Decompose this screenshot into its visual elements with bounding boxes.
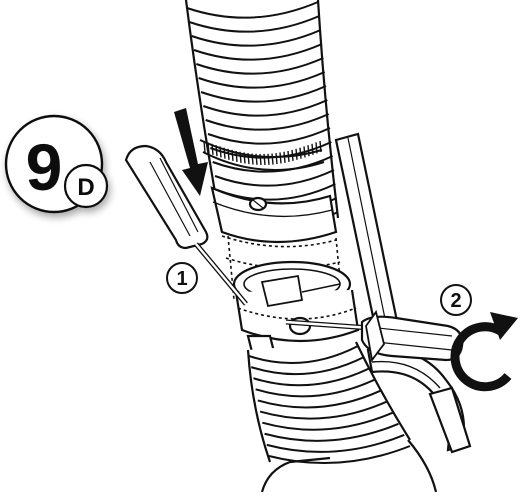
hose-rib [255,378,376,398]
hose-rib [266,433,405,453]
knurl-mark [299,147,302,159]
knurl-mark [251,153,254,165]
knurl-mark [311,143,314,155]
hose-rib [259,400,388,420]
hose-rib [191,29,322,47]
knurl-mark [211,143,214,155]
hose-rib [214,169,335,187]
knurl-mark [227,148,230,160]
knurl-mark [235,150,238,162]
arrow-down-icon [174,108,208,196]
hose-rib [198,71,326,89]
knurl-mark [287,150,290,162]
hose-rib [189,15,320,33]
hose-rib [196,57,324,75]
knurl-mark [319,140,322,153]
step-badge: 9 D [4,114,109,214]
upper-clamp-band [199,139,325,171]
hose-rib [268,445,411,465]
lower-clamp-ring [232,260,360,354]
step-letter: D [77,174,94,201]
knurl-mark [203,140,206,153]
lower-hose-ribs [248,345,411,465]
hose-rib [202,99,328,117]
knurl-mark [303,146,306,158]
knurl-mark [275,153,278,165]
lower-hose [246,341,438,493]
knurl-mark [279,152,282,164]
hose-rib [200,85,327,103]
hose-rib [262,411,394,431]
hose-rib [264,422,399,442]
clamp-knurling [203,140,322,166]
callout-2-label: 2 [450,290,461,312]
knurl-mark [215,145,218,157]
knurl-mark [267,153,270,165]
knurl-mark [239,151,242,163]
knurl-mark [263,153,266,166]
hose-rib [250,356,365,376]
knurl-mark [291,149,294,162]
callout-2: 2 [440,284,472,316]
coupling-sleeve [210,186,338,244]
hose-rib [257,389,382,409]
knurl-mark [231,149,234,162]
callout-1: 1 [166,262,198,294]
knurl-mark [271,153,274,165]
knurl-mark [223,147,226,159]
step-number: 9 [26,130,63,204]
screwdriver-left [124,144,248,306]
hose-rib [253,367,370,387]
knurl-mark [247,153,250,165]
screwdriver-right [285,309,464,363]
knurl-mark [255,153,258,165]
upper-hose [184,0,340,233]
knurl-mark [295,148,298,160]
hose-rib [207,127,331,145]
knurl-mark [283,151,286,163]
callout-1-label: 1 [176,268,187,290]
knurl-mark [259,153,262,166]
rotate-clockwise-icon [450,312,518,392]
knurl-mark [219,146,222,158]
hose-rib [248,345,359,365]
knurl-mark [315,142,318,154]
screwdriver-icon [124,144,209,250]
hose-rib [186,1,319,19]
knurl-mark [307,145,310,157]
knurl-mark [207,142,210,154]
hose-rib [205,113,330,131]
knurl-mark [243,152,246,164]
hose-rib [193,43,323,61]
hose-rib [212,155,334,173]
holder-bracket [366,348,472,454]
